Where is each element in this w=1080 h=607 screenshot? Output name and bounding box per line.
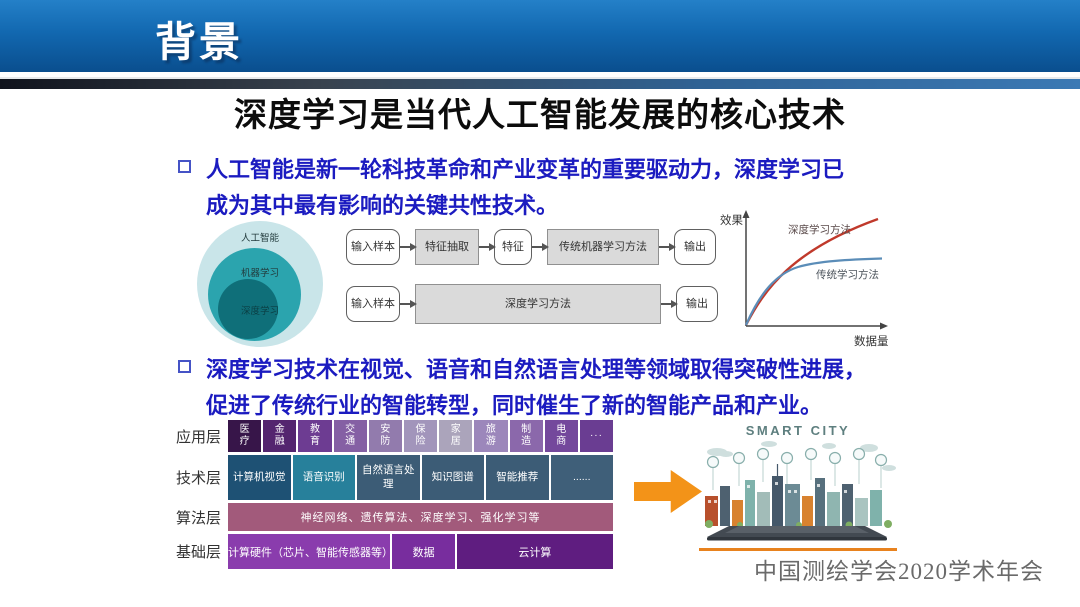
layer-cell: 保险 [403, 420, 438, 452]
smart-city-underline [699, 548, 897, 551]
venn-label-dl: 深度学习 [240, 306, 279, 317]
layer-label: 应用层 [176, 428, 222, 446]
arrow-right-icon [661, 299, 678, 308]
layer-cell: 安防 [368, 420, 402, 452]
layer-label: 算法层 [176, 509, 222, 527]
arrow-right-icon [400, 299, 417, 308]
page-title: 背景 [155, 19, 243, 65]
layer-cell: 电商 [544, 420, 578, 452]
layer-row-application: 应用层 医疗 金融 教育 交通 安防 保险 家居 旅游 制造 电商 ··· [176, 420, 614, 452]
smart-city-title: SMART CITY [745, 423, 851, 438]
layer-cell: ··· [579, 420, 614, 452]
layer-cell: ...... [550, 455, 613, 500]
layer-cell: 语音识别 [292, 455, 355, 500]
layer-row-foundation: 基础层 计算硬件（芯片、智能传感器等） 数据 云计算 [176, 534, 613, 569]
flow-box-output: 输出 [676, 286, 718, 322]
layer-cell: 交通 [333, 420, 367, 452]
venn-label-ml: 机器学习 [240, 268, 279, 279]
footer-text: 中国测绘学会2020学术年会 [754, 559, 1044, 584]
flow-box-traditional-ml: 传统机器学习方法 [547, 229, 659, 265]
transform-arrow-icon [634, 470, 702, 513]
chart-xlabel: 数据量 [854, 334, 889, 348]
performance-chart: 效果 数据量 深度学习方法 传统学习方法 [716, 200, 898, 355]
flow-box-input: 输入样本 [346, 286, 400, 322]
flow-box-feature-extraction: 特征抽取 [415, 229, 479, 265]
iot-node-icon [706, 447, 888, 469]
layer-cell: 数据 [392, 534, 455, 569]
y-axis-arrow-icon [742, 210, 750, 218]
cloud-icon [707, 441, 896, 471]
flow-box-input: 输入样本 [346, 229, 400, 265]
flow-box-output: 输出 [674, 229, 716, 265]
layer-cell: 智能推荐 [486, 455, 549, 500]
ai-venn-diagram: 人工智能 机器学习 深度学习 [197, 221, 323, 347]
pipeline-flow-diagram: 输入样本 特征抽取 特征 传统机器学习方法 输出 输入样本 深度学习方法 输出 [346, 229, 718, 324]
arrow-right-icon [479, 242, 496, 251]
layer-cell: 云计算 [456, 534, 613, 569]
layer-label: 基础层 [176, 544, 222, 561]
flow-box-feature: 特征 [494, 229, 532, 265]
layer-cell: 制造 [509, 420, 543, 452]
layer-cell: 计算机视觉 [228, 455, 291, 500]
arrow-right-icon [400, 242, 417, 251]
bullet-text: 人工智能是新一轮科技革命和产业变革的重要驱动力，深度学习已成为其中最有影响的关键… [206, 157, 845, 219]
smart-city-illustration: SMART CITY [699, 423, 897, 551]
layer-cell: 自然语言处理 [357, 455, 420, 500]
venn-label-ai: 人工智能 [240, 233, 279, 244]
ai-stack-diagram: 应用层 医疗 金融 教育 交通 安防 保险 家居 旅游 制造 电商 ··· 技术… [176, 420, 614, 569]
layer-row-technology: 技术层 计算机视觉 语音识别 自然语言处理 知识图谱 智能推荐 ...... [176, 455, 613, 500]
arrow-right-icon [532, 242, 549, 251]
layer-cell: 知识图谱 [421, 455, 484, 500]
traditional-curve [744, 257, 883, 326]
layer-cell: 旅游 [474, 420, 508, 452]
bullet-text: 深度学习技术在视觉、语音和自然语言处理等领域取得突破性进展，促进了传统行业的智能… [206, 357, 867, 419]
iot-connector-lines [712, 460, 882, 490]
header-divider [0, 77, 1080, 89]
chart-series-label-deep: 深度学习方法 [788, 223, 851, 236]
bullet-square-icon [178, 360, 191, 373]
slide-subtitle: 深度学习是当代人工智能发展的核心技术 [234, 96, 846, 133]
venn-circle-dl [218, 279, 278, 339]
deep-learning-pipeline-row: 输入样本 深度学习方法 输出 [346, 284, 718, 324]
layer-cell: 计算硬件（芯片、智能传感器等） [228, 534, 393, 569]
layer-cell: 神经网络、遗传算法、深度学习、强化学习等 [228, 503, 613, 531]
layer-row-algorithm: 算法层 神经网络、遗传算法、深度学习、强化学习等 [176, 503, 613, 531]
traditional-pipeline-row: 输入样本 特征抽取 特征 传统机器学习方法 输出 [346, 229, 718, 265]
bullet-item: 人工智能是新一轮科技革命和产业变革的重要驱动力，深度学习已成为其中最有影响的关键… [178, 152, 858, 225]
layer-cell: 家居 [439, 420, 473, 452]
smart-city-graphic [705, 441, 896, 541]
header-bar [0, 0, 1080, 72]
tablet-base [707, 526, 887, 541]
layer-label: 技术层 [176, 470, 222, 487]
arrow-right-icon [659, 242, 676, 251]
bullet-square-icon [178, 160, 191, 173]
layer-cell: 金融 [263, 420, 297, 452]
layer-cell: 教育 [298, 420, 332, 452]
bullet-item: 深度学习技术在视觉、语音和自然语言处理等领域取得突破性进展，促进了传统行业的智能… [178, 352, 874, 425]
x-axis-arrow-icon [880, 322, 888, 330]
flow-box-deep-learning: 深度学习方法 [415, 284, 661, 324]
city-buildings [705, 464, 892, 529]
chart-series-label-traditional: 传统学习方法 [816, 268, 879, 281]
layer-cell: 医疗 [228, 420, 262, 452]
chart-ylabel: 效果 [720, 213, 743, 227]
